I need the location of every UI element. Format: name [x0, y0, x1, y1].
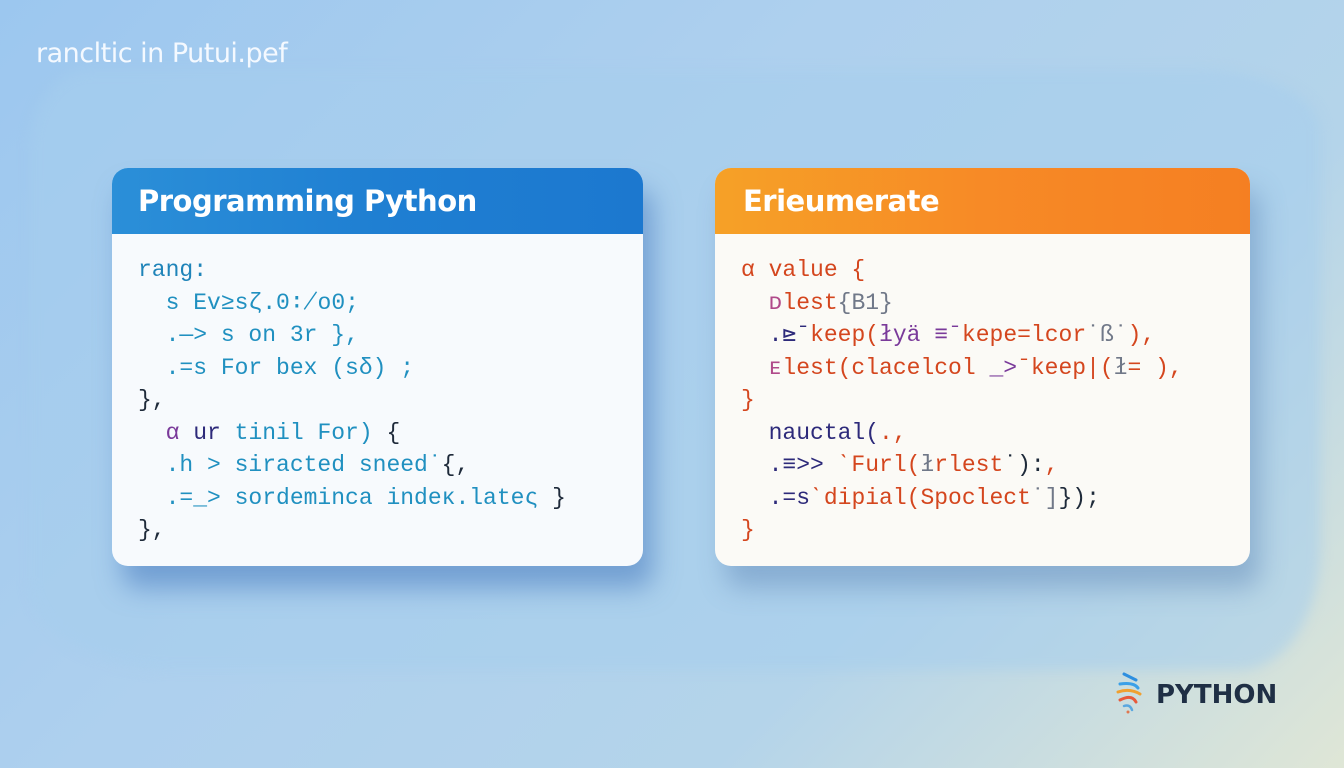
code-token: ᴇ	[768, 354, 783, 381]
code-token: });	[1058, 484, 1100, 511]
code-token: lest	[782, 289, 838, 316]
code-token: α	[741, 257, 769, 283]
code-line: .h > siracted sneed˙{,	[138, 449, 643, 482]
logo-text: PYTHON	[1156, 679, 1278, 710]
code-token: value {	[768, 257, 866, 283]
code-token: rang:	[138, 257, 208, 283]
code-token: ,	[1044, 452, 1059, 478]
code-token: s Ev≥sζ.0∶̸ο0;	[165, 289, 359, 316]
code-line: rang:	[138, 254, 643, 287]
code-line: .=ѕˋdipial(Spoclect˙]});	[741, 482, 1250, 515]
card-header: Erieumerate	[715, 168, 1250, 234]
code-token: },	[138, 517, 166, 543]
code-token: },	[138, 387, 166, 413]
python-ribbon-icon	[1114, 670, 1148, 719]
code-card-programming-python: Programming Python rang: s Ev≥sζ.0∶̸ο0; …	[112, 168, 643, 566]
code-token: ˉkeep|(	[1017, 354, 1114, 381]
code-line: .=s For bex (sδ) ;	[138, 352, 643, 385]
code-line: α ur tinil For) {	[138, 417, 643, 450]
code-token: lest(clacelcol	[782, 354, 990, 381]
code-token: rlest	[934, 452, 1004, 478]
code-token: {,	[441, 452, 470, 478]
code-line: }	[741, 384, 1250, 417]
code-line: }	[741, 514, 1250, 547]
code-token: ł	[920, 452, 935, 478]
code-token: }	[741, 387, 755, 413]
code-token: = ),	[1127, 354, 1183, 381]
code-block: rang: s Ev≥sζ.0∶̸ο0; .—> s on 3r }, .=s …	[112, 234, 643, 547]
code-line: .=_> sordeminca indeκ.lateς }	[138, 482, 643, 515]
code-token: ł	[1113, 354, 1128, 381]
code-token: _>	[989, 354, 1018, 381]
code-card-enumerate: Erieumerate α value { ᴅlest{B1} .⊵ˉkeep(…	[715, 168, 1250, 566]
code-block: α value { ᴅlest{B1} .⊵ˉkeep(łyä ≡ˉkepe=l…	[715, 234, 1250, 547]
code-token: }	[552, 484, 566, 511]
code-token: .—> s on 3r },	[165, 322, 359, 348]
code-line: .≡>> ˋFurl(łrlest˙):,	[741, 449, 1250, 482]
code-token: ˋFurl(	[837, 452, 921, 478]
code-line: .⊵ˉkeep(łyä ≡ˉkepe=lcor˙ß˙),	[741, 319, 1250, 352]
code-token: łyä ≡ˉ	[879, 322, 962, 348]
code-token: .=_> sordeminca indeκ.lateς	[165, 484, 553, 511]
code-token: ˙]	[1030, 484, 1059, 511]
code-token: ˙):	[1003, 452, 1045, 478]
code-line: s Ev≥sζ.0∶̸ο0;	[138, 287, 643, 320]
code-token: ᴅ	[768, 289, 783, 316]
code-token: ur	[193, 419, 235, 446]
code-line: α value {	[741, 254, 1250, 287]
code-token: ˙ß˙	[1086, 322, 1128, 348]
code-line: .—> s on 3r },	[138, 319, 643, 352]
code-line: ᴅlest{B1}	[741, 287, 1250, 320]
code-token: .h > siracted sneed˙	[165, 452, 442, 478]
code-token: {B1}	[837, 289, 893, 316]
code-token: {	[386, 419, 401, 446]
code-token: ˋdipial(Spoclect	[810, 484, 1031, 511]
python-logo: PYTHON	[1114, 670, 1277, 719]
code-line: ᴇlest(clacelcol _>ˉkeep|(ł= ),	[741, 352, 1250, 385]
page-title: rancltic in Putui.pef	[36, 38, 288, 69]
code-line: },	[138, 514, 643, 547]
code-token: .≡>>	[768, 452, 838, 478]
code-token: .=s For bex (sδ) ;	[165, 354, 415, 381]
code-token: .⊵ˉ	[768, 322, 811, 348]
code-token: .,	[879, 419, 907, 446]
code-token: tinil For)	[234, 419, 387, 446]
code-token: α	[165, 419, 194, 446]
code-token: keep(	[810, 322, 880, 348]
code-token: ),	[1127, 322, 1156, 348]
code-token: nauctal(	[768, 419, 880, 446]
code-line: },	[138, 384, 643, 417]
code-token: .=ѕ	[768, 484, 811, 511]
code-token: kepe=lcor	[961, 322, 1087, 348]
code-token: }	[741, 517, 755, 543]
card-header: Programming Python	[112, 168, 643, 234]
code-line: nauctal(.,	[741, 417, 1250, 450]
